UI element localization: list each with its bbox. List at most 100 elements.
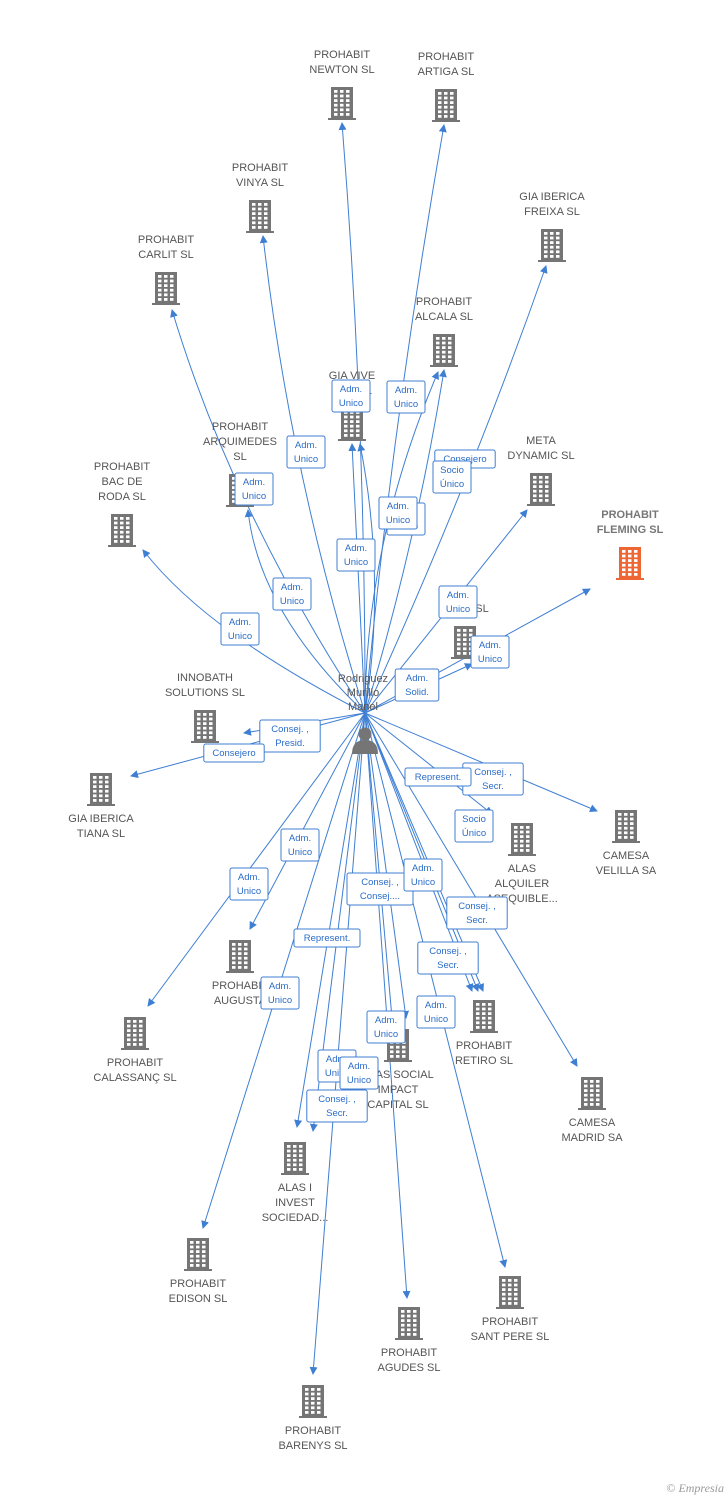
edge-camesamadrid-25 [364,712,578,1067]
building-icon [578,1077,606,1110]
edge-label-edison[interactable]: Adm. Unico [260,976,300,1010]
edge-label-text: Consej. , [271,724,309,735]
edge-label-barenys[interactable]: Adm.Unico [339,1056,379,1090]
edge-label-text: Adm. [340,384,362,395]
edge-label-text: Adm. [269,981,291,992]
company-node-alasalquiler[interactable]: ALASALQUILERASEQUIBLE... [486,823,558,905]
edge-velilla-16 [364,712,598,812]
edge-label-alasinvest[interactable]: Represent. [293,928,361,948]
edge-label-text: Adm. [447,590,469,601]
edge-label-giavive[interactable]: Adm. Unico [336,538,376,572]
building-icon [226,940,254,973]
edge-label-tiana[interactable]: Consejero [203,743,265,763]
edge-label-giavive[interactable]: Adm.Unico [378,496,418,530]
edge-label-text: Adm. [345,543,367,554]
company-node-alasinvest[interactable]: ALAS IINVESTSOCIEDAD... [262,1142,329,1224]
company-label: CAMESA [603,850,650,862]
edge-label-meta[interactable]: Adm.Unico [438,585,478,619]
edge-label-text: Socio [440,465,464,476]
edge-label-vinya[interactable]: Adm.Unico [286,435,326,469]
company-label: RETIRO SL [455,1055,513,1067]
edge-label-text: Adm. [395,385,417,396]
company-label: ALCALA SL [415,311,473,323]
edge-vinya-2 [259,235,366,714]
building-icon [191,710,219,743]
person-name-line: Murillo [347,687,379,699]
edge-label-bacderoda[interactable]: Adm.Unico [220,612,260,646]
edge-label-retiro[interactable]: Consej. ,Secr. [446,896,508,930]
company-label: ALQUILER [495,878,549,890]
building-icon [612,810,640,843]
edge-label-carlit[interactable]: Adm.Unico [272,577,312,611]
building-icon [496,1276,524,1309]
edge-label-fleming[interactable]: Adm.Unico [470,635,510,669]
company-label: RODA SL [98,491,146,503]
edge-label-velilla[interactable]: Consej. ,Secr. [462,762,524,796]
edge-label-alassocial[interactable]: Adm.Unico [366,1010,406,1044]
edge-label-text: Adm. [295,440,317,451]
edge-label-augusta[interactable]: Adm.Unico [280,828,320,862]
edge-label-text: Único [440,479,464,490]
company-node-velilla[interactable]: CAMESA VELILLA SA [596,810,657,877]
edge-label-fortuny[interactable]: Adm.Solid. [394,668,440,702]
edge-label-artiga[interactable]: Adm.Unico [386,380,426,414]
edge-label-alasalquiler[interactable]: Represent. [404,767,472,787]
edge-label-text: Adm. [412,863,434,874]
edge-label-text: Unico [242,491,266,502]
brand-name: Empresia [678,1481,724,1495]
edge-label-retiro[interactable]: Consej. ,Secr. [417,941,479,975]
building-icon [430,334,458,367]
building-icon [527,473,555,506]
company-label: AUGUSTA [214,995,267,1007]
edge-label-text: Represent. [415,772,461,783]
building-icon [108,514,136,547]
edge-label-text: Unico [344,557,368,568]
company-node-retiro[interactable]: PROHABIT RETIRO SL [455,1000,513,1067]
edge-label-text: Adm. [229,617,251,628]
edge-label-text: Represent. [304,933,350,944]
edge-label-alasinvest[interactable]: Consej. ,Secr. [306,1089,368,1123]
edge-alassocial-24 [364,712,410,1019]
company-label: IMPACT [378,1084,419,1096]
edge-label-innobath[interactable]: Consej. ,Presid. [259,719,321,753]
edge-label-calassanc[interactable]: Adm.Unico [229,867,269,901]
building-icon [184,1238,212,1271]
edge-label-text: Adm. [479,640,501,651]
company-label: VELILLA SA [596,865,657,877]
edge-label-newton[interactable]: Adm.Unico [331,379,371,413]
edge-label-santpere[interactable]: Adm.Unico [416,995,456,1029]
edge-label-text: Unico [288,847,312,858]
edge-label-text: Unico [424,1014,448,1025]
edge-label-text: Consej. , [318,1094,356,1105]
company-label: SL [233,451,246,463]
edge-label-text: Unico [280,596,304,607]
edge-label-camesamadrid[interactable]: Adm.Unico [403,858,443,892]
edge-label-arquimedes[interactable]: Adm.Unico [234,472,274,506]
company-label: PROHABIT [456,1040,513,1052]
edge-label-alassocial[interactable]: Consej. ,Consej.... [346,872,414,906]
edge-label-text: Unico [268,995,292,1006]
